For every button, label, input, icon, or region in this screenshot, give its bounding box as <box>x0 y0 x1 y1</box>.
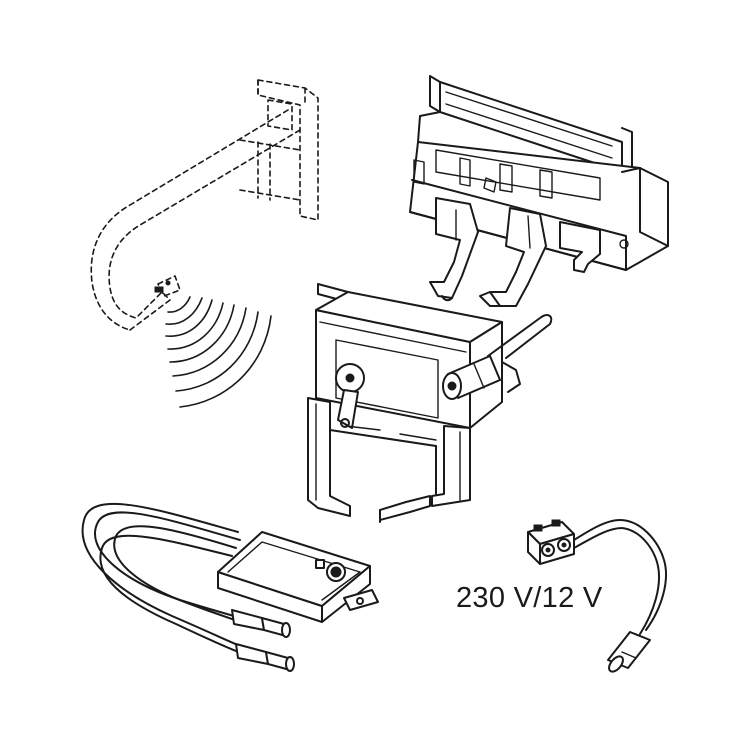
flush-valve-actuator <box>409 75 669 307</box>
sensor-eye-icon <box>154 280 171 293</box>
solenoid-mechanism <box>307 283 553 523</box>
terminal-connector-cable <box>527 519 667 673</box>
electronics-module <box>81 502 379 672</box>
grab-bar-outline-dashed <box>90 79 319 331</box>
voltage-label: 230 V/12 V <box>456 582 603 614</box>
sensor-signal-waves <box>165 296 272 408</box>
